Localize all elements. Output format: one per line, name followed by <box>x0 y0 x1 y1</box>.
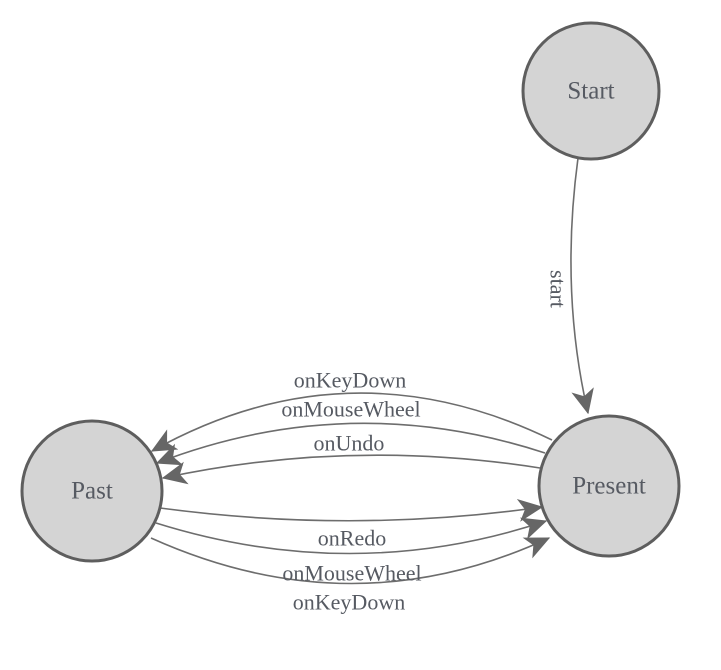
edge-label-onredo-4: onRedo <box>318 526 386 551</box>
edge-label-onundo-3: onUndo <box>314 431 385 456</box>
edge-label-start-0: start <box>546 270 571 308</box>
state-node-start[interactable]: Start <box>521 21 661 161</box>
node-label-past: Past <box>71 478 113 505</box>
edge-past-present-onredo <box>159 498 544 522</box>
edge-present-past-onundo <box>161 454 541 485</box>
edge-start-present-start <box>570 157 594 415</box>
node-circle-start[interactable] <box>521 21 661 161</box>
edge-labels-layer: start onKeyDown onMouseWheel onUndo onRedo on… <box>281 270 570 614</box>
edge-label-onkeydown-6: onKeyDown <box>293 590 405 615</box>
edge-past-present-onkeydown <box>150 537 551 585</box>
node-circle-present[interactable] <box>537 414 681 558</box>
edge-present-past-onmousewheel <box>155 422 546 466</box>
node-label-present: Present <box>572 473 646 500</box>
edge-label-onkeydown-1: onKeyDown <box>294 368 406 393</box>
edge-label-onmousewheel-5: onMouseWheel <box>282 561 421 586</box>
edges-layer <box>150 157 594 585</box>
edge-present-past-onkeydown <box>150 392 553 452</box>
node-label-start: Start <box>567 78 614 105</box>
state-node-present[interactable]: Present <box>537 414 681 558</box>
edge-past-present-onmousewheel <box>155 517 548 555</box>
edge-label-onmousewheel-2: onMouseWheel <box>281 397 420 422</box>
state-node-past[interactable]: Past <box>20 419 164 563</box>
node-circle-past[interactable] <box>20 419 164 563</box>
